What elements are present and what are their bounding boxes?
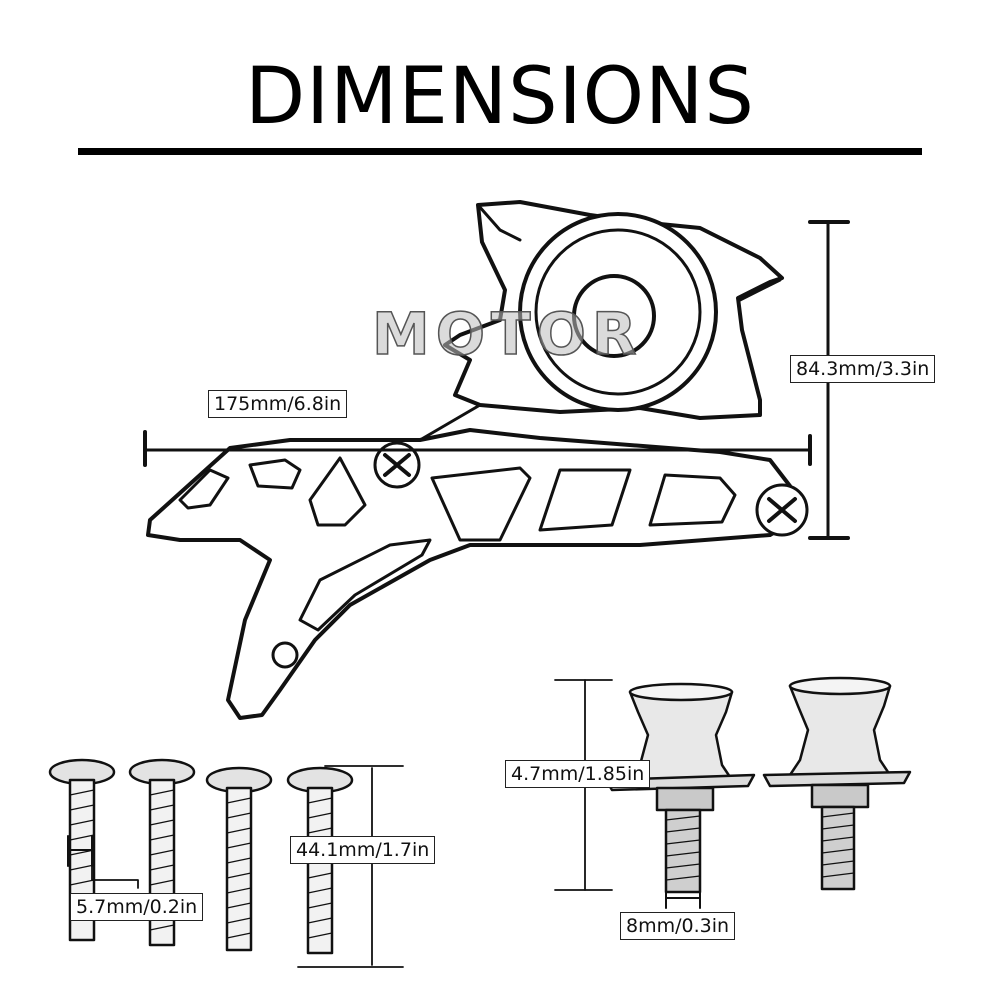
arm-cutout bbox=[178, 468, 230, 510]
title-underline bbox=[78, 148, 922, 155]
arm-cutout bbox=[308, 456, 367, 527]
arm-cutout bbox=[648, 473, 737, 527]
height-label: 84.3mm/3.3in bbox=[790, 355, 936, 383]
arm-cutout bbox=[298, 538, 432, 632]
length-label: 175mm/6.8in bbox=[208, 390, 348, 418]
page-title: DIMENSIONS bbox=[245, 52, 755, 142]
bolt-length-label: 44.1mm/1.7in bbox=[290, 836, 436, 864]
bracket-screw bbox=[373, 441, 421, 489]
spool-height-label: 4.7mm/1.85in bbox=[505, 760, 651, 788]
arm-cutout bbox=[430, 466, 532, 542]
spool bbox=[762, 676, 912, 891]
bolt bbox=[48, 758, 116, 942]
watermark: MOTOR bbox=[371, 299, 643, 369]
bolt bbox=[205, 766, 273, 952]
spool bbox=[604, 682, 756, 894]
arm-hole bbox=[271, 641, 299, 669]
arm-cutout bbox=[538, 468, 632, 532]
thread-diameter-label: 8mm/0.3in bbox=[620, 912, 736, 940]
bracket-screw bbox=[755, 483, 809, 537]
bearing-bore bbox=[572, 274, 656, 358]
bolt-diameter-label: 5.7mm/0.2in bbox=[70, 893, 204, 921]
arm-cutout bbox=[248, 458, 302, 490]
